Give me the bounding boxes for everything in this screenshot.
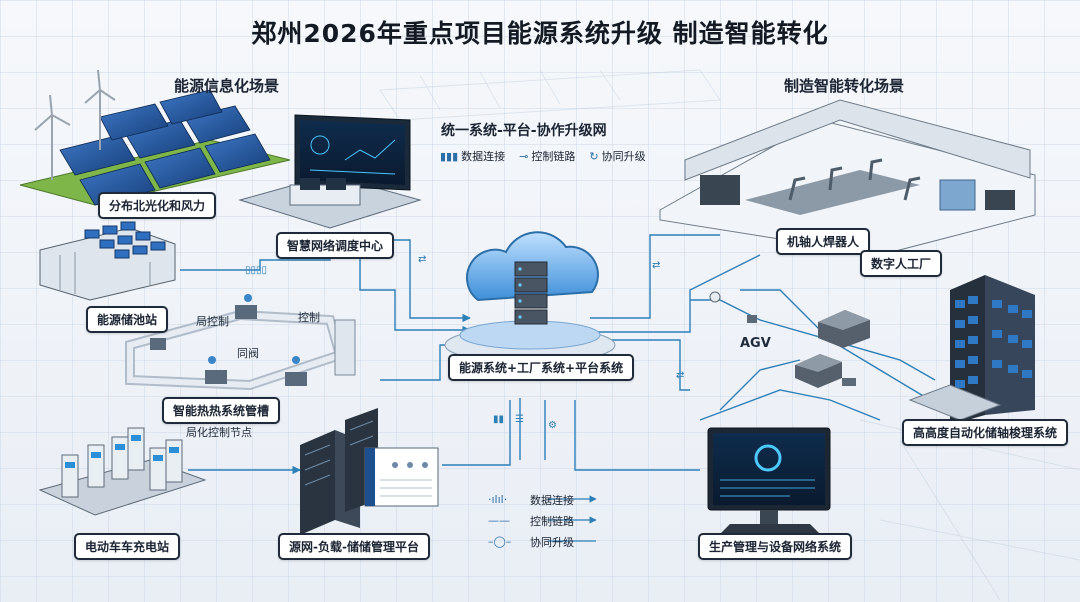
legend-item-sync: –◯– 协同升级 bbox=[488, 531, 574, 552]
hub-section-title: 统一系统-平台-协作升级网 bbox=[441, 120, 607, 140]
page-title: 郑州2026年重点项目能源系统升级 制造智能转化 bbox=[0, 14, 1080, 50]
svg-text:⚙: ⚙ bbox=[548, 420, 557, 431]
legend-item-control: —— 控制链路 bbox=[488, 510, 574, 531]
pipe-label-local-control: 局控制 bbox=[196, 313, 229, 329]
signal-icon: ·ılıl· bbox=[488, 493, 522, 506]
sync-icon: ↻ bbox=[589, 150, 598, 163]
legend-label: 协同升级 bbox=[602, 150, 646, 163]
node-smart-grid[interactable]: 智慧网络调度中心 bbox=[276, 232, 394, 259]
svg-text:▯▯▯▯: ▯▯▯▯ bbox=[245, 265, 267, 276]
storage-illustration bbox=[40, 222, 175, 300]
link-icon: ⊸ bbox=[519, 150, 528, 163]
svg-text:▮▮: ▮▮ bbox=[493, 414, 504, 425]
bar-chart-icon: ▮▮▮ bbox=[440, 150, 458, 163]
legend-label: 数据连接 bbox=[530, 492, 574, 508]
legend-top: ▮▮▮数据连接 ⊸控制链路 ↻ 协同升级 bbox=[440, 148, 646, 164]
pipe-label-valve: 同阀 bbox=[237, 345, 259, 361]
node-welding[interactable]: 机轴人焊器人 bbox=[776, 228, 870, 255]
svg-text:⇄: ⇄ bbox=[676, 370, 684, 381]
legend-item-data: ▮▮▮数据连接 bbox=[440, 148, 505, 164]
node-hub[interactable]: 能源系统+工厂系统+平台系统 bbox=[448, 354, 634, 381]
node-icon: –◯– bbox=[488, 535, 522, 548]
dispatch-center-illustration bbox=[240, 115, 420, 228]
legend-label: 协同升级 bbox=[530, 534, 574, 550]
legend-label: 控制链路 bbox=[530, 513, 574, 529]
section-title-right: 制造智能转化场景 bbox=[784, 75, 904, 96]
arrow-icon: —— bbox=[488, 514, 522, 527]
production-monitor-illustration bbox=[708, 428, 830, 534]
node-thermal[interactable]: 智能热热系统管槽 bbox=[162, 397, 280, 424]
ev-charging-illustration bbox=[40, 428, 205, 515]
legend-item-control: ⊸控制链路 bbox=[519, 148, 575, 164]
node-platform[interactable]: 源网-负载-储储管理平台 bbox=[278, 533, 430, 560]
node-agv: AGV bbox=[740, 336, 771, 351]
node-storage[interactable]: 能源储池站 bbox=[86, 306, 168, 333]
legend-label: 数据连接 bbox=[461, 150, 505, 163]
svg-text:⇄: ⇄ bbox=[652, 260, 660, 271]
node-ev[interactable]: 电动车车充电站 bbox=[74, 533, 180, 560]
node-digital[interactable]: 数字人工厂 bbox=[860, 250, 942, 277]
legend-label: 控制链路 bbox=[531, 150, 575, 163]
legend-item-sync: ↻ 协同升级 bbox=[589, 148, 645, 164]
svg-text:☰: ☰ bbox=[515, 414, 524, 425]
svg-text:⇄: ⇄ bbox=[418, 254, 426, 265]
node-solar-wind[interactable]: 分布北光化和风力 bbox=[98, 192, 216, 219]
pipe-label-control: 控制 bbox=[298, 309, 320, 325]
central-hub-illustration bbox=[445, 232, 615, 363]
legend-bottom: ·ılıl· 数据连接 —— 控制链路 –◯– 协同升级 bbox=[488, 489, 574, 552]
section-title-left: 能源信息化场景 bbox=[174, 75, 279, 96]
node-warehouse[interactable]: 高高度自动化储轴梭理系统 bbox=[902, 419, 1068, 446]
node-thermal-sub: 局化控制节点 bbox=[186, 424, 252, 440]
server-platform-illustration bbox=[300, 408, 438, 535]
node-production[interactable]: 生产管理与设备网络系统 bbox=[698, 533, 852, 560]
legend-item-data: ·ılıl· 数据连接 bbox=[488, 489, 574, 510]
warehouse-illustration bbox=[910, 275, 1035, 425]
